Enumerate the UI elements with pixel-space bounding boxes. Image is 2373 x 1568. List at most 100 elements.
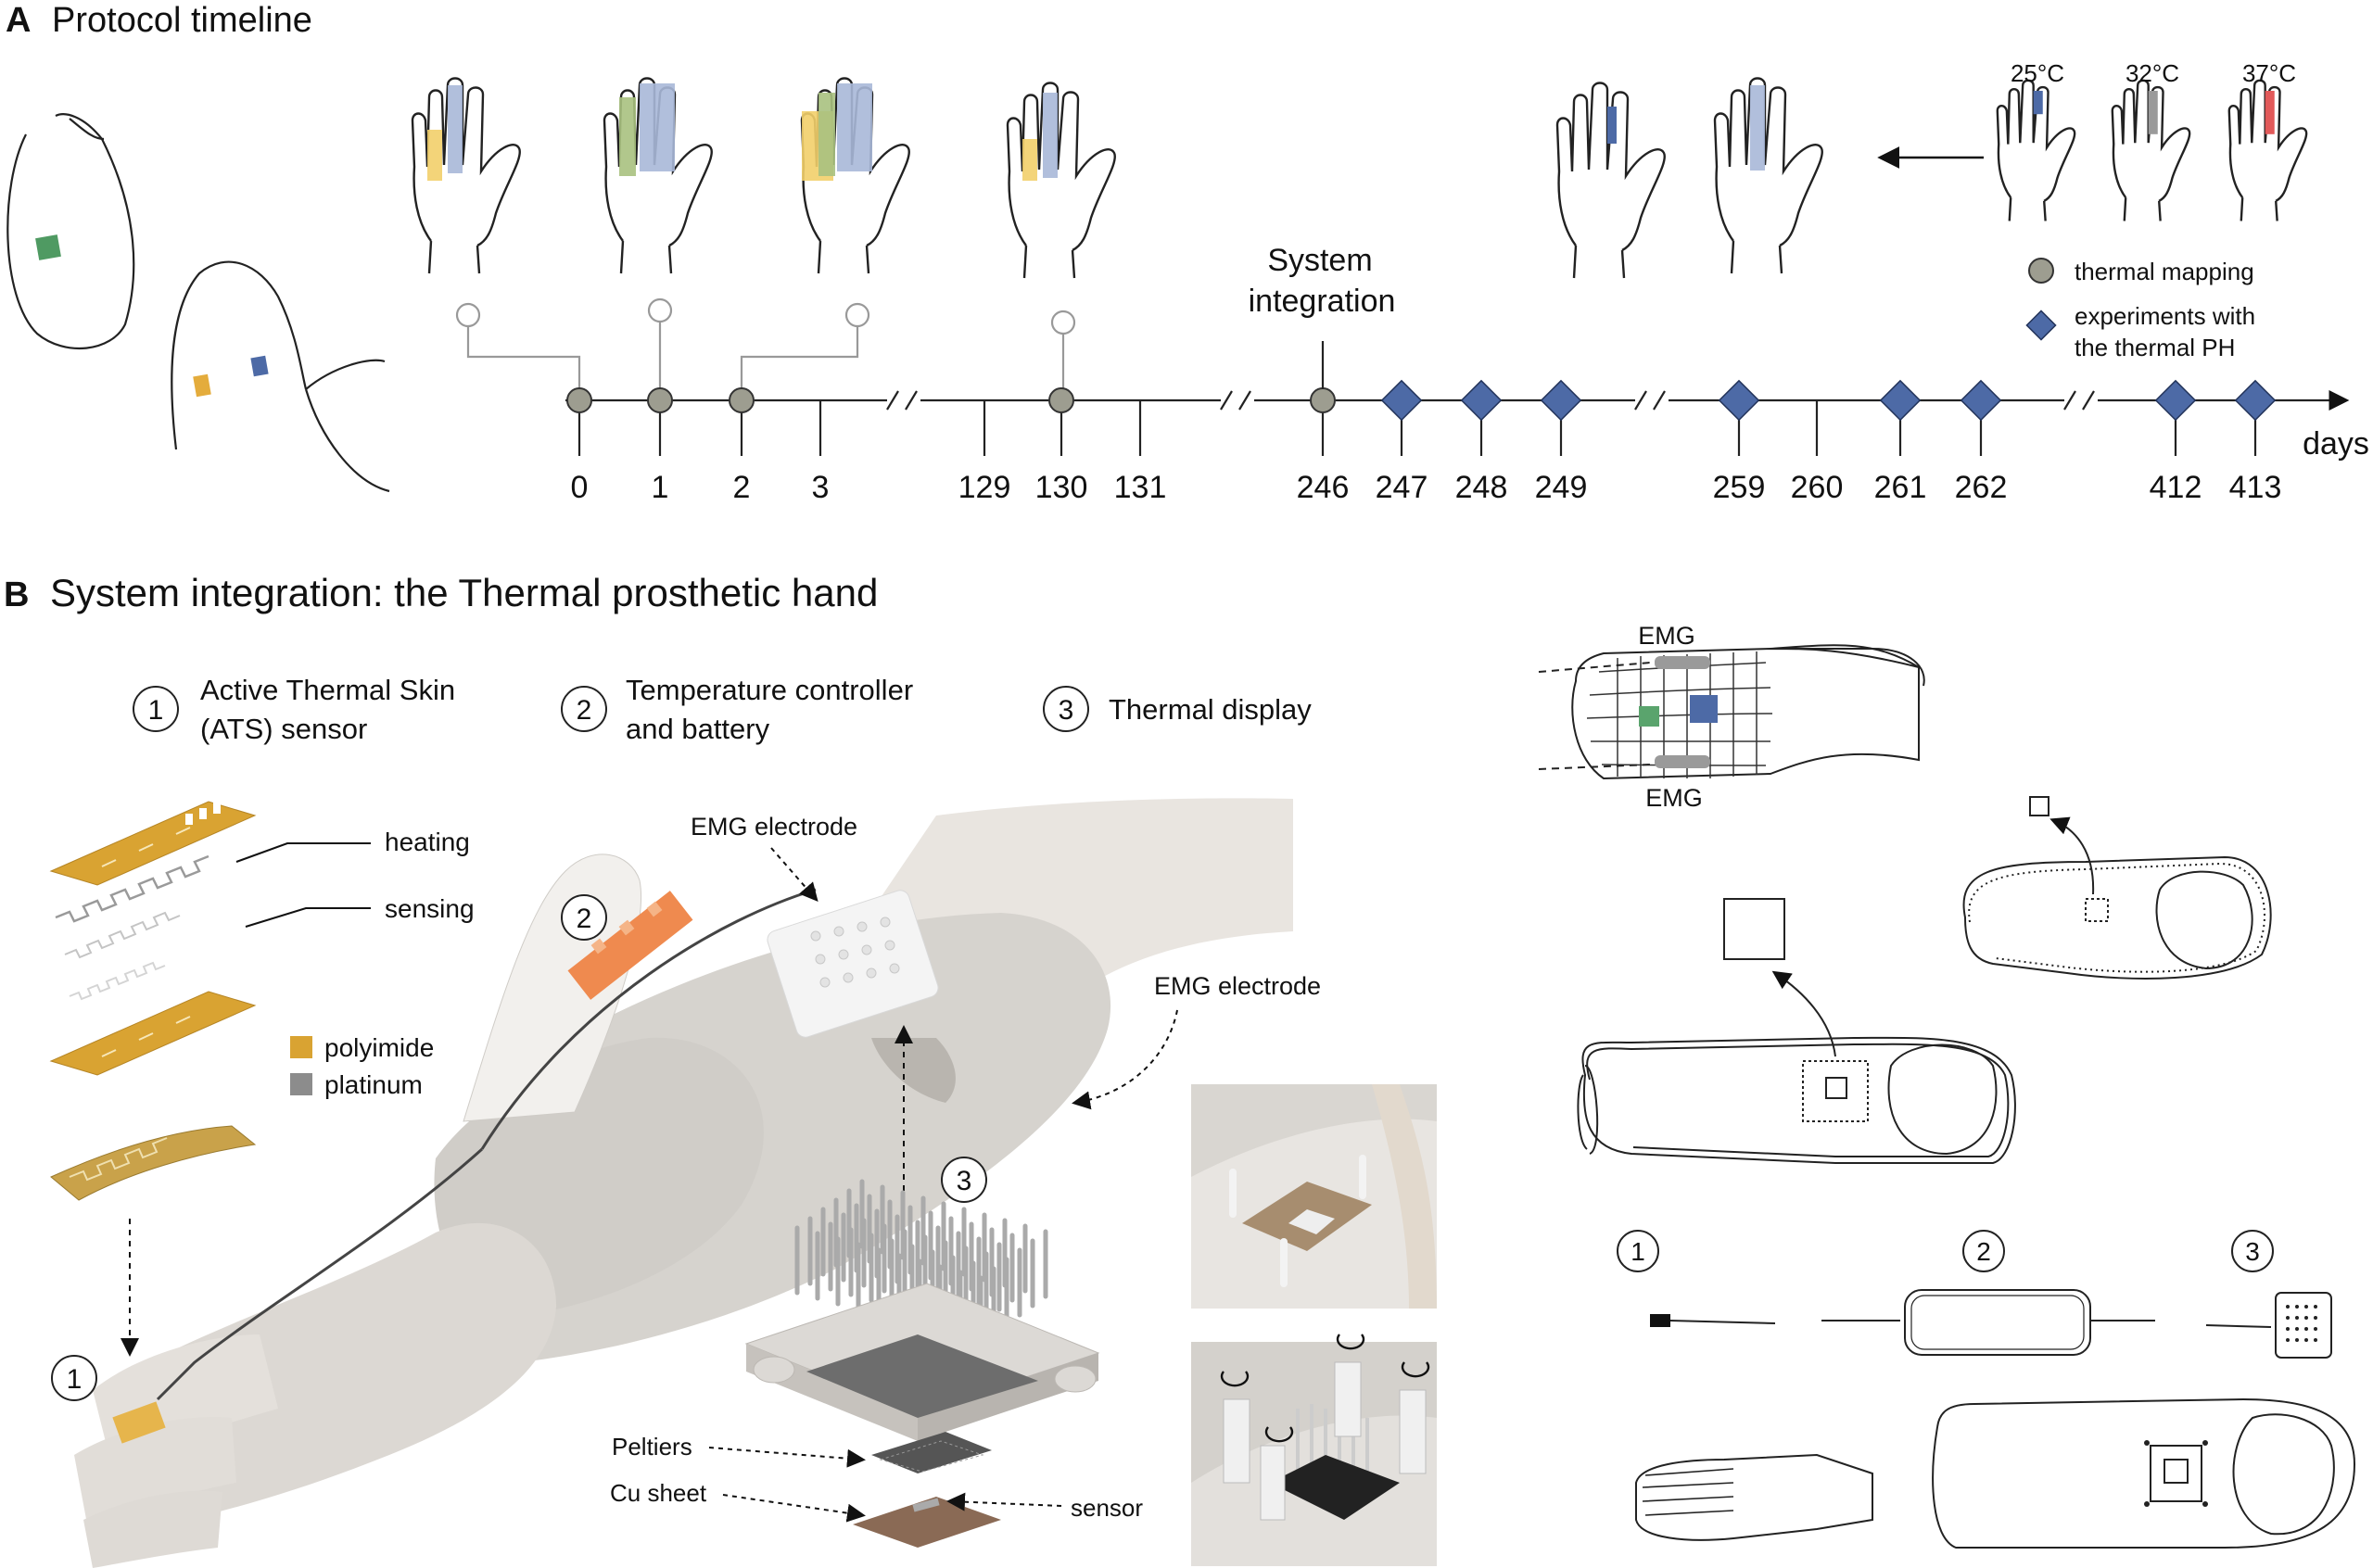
prosthetic-hand-back-wrist (1730, 240, 1783, 274)
session-node-4 (1050, 310, 1076, 335)
bottom-num-2: 2 (1976, 1237, 1991, 1266)
temp-hand-2-wrist (2240, 197, 2278, 221)
hand-day1-blue (640, 83, 675, 171)
component-1-num: 1 (148, 695, 164, 726)
emg-top-label: EMG (1638, 622, 1695, 650)
prosthetic-hand-palm (1555, 82, 1666, 279)
marker-3-ring (941, 1157, 987, 1203)
tick-label-413: 413 (2229, 470, 2282, 505)
marker-1-ring (51, 1355, 97, 1401)
sensing-leader (245, 907, 371, 928)
panel-a-title: Protocol timeline (52, 1, 312, 40)
tick-label-0: 0 (571, 470, 589, 505)
residual-limb-sketch (6, 113, 390, 493)
socket-photo-top (1191, 1084, 1437, 1309)
hand-day1-green (619, 97, 636, 176)
mapping-circle-day-246 (1310, 387, 1336, 413)
tick-label-3: 3 (812, 470, 830, 505)
tick-label-259: 259 (1713, 470, 1766, 505)
integration-label-line2: integration (1249, 284, 1396, 319)
thermal-display-exploded (744, 1179, 1100, 1548)
experiment-diamond-day-413 (2234, 379, 2277, 422)
legend-experiments-line2: the thermal PH (2075, 334, 2235, 361)
axis-break-marks (886, 390, 2098, 411)
session-connectors (455, 297, 1076, 389)
break-slash-b-3 (2082, 390, 2095, 411)
temp-hand-2-fill (2265, 91, 2275, 134)
hand-day2-green (818, 93, 835, 176)
emg-electrode-label-2: EMG electrode (1154, 972, 1321, 1000)
tick-label-261: 261 (1874, 470, 1927, 505)
legend-polyimide-label: polyimide (324, 1033, 434, 1062)
hand-day130-outline (1006, 82, 1116, 252)
emg-bottom-pad (1655, 755, 1710, 768)
temp-hand-0-outline (1996, 79, 2076, 202)
emg-top-pad (1655, 656, 1710, 669)
prosthetic-hand-back-outline (1713, 77, 1823, 247)
hand-day2-blue (837, 83, 872, 171)
panel-b-letter: B (4, 575, 29, 614)
component-3-line1: Thermal display (1109, 693, 1312, 726)
bottom-components: 1 2 3 (1617, 1230, 2356, 1549)
connector-session-1 (466, 324, 581, 389)
marker-1-num: 1 (67, 1364, 82, 1395)
prosthetic-hand-palm-patch (1607, 107, 1617, 144)
hand-day0-yellow (427, 130, 442, 181)
residual-limb-emg-sketch (1538, 644, 1925, 780)
experiment-diamond-day-412 (2154, 379, 2197, 422)
legend-polyimide-swatch (290, 1036, 312, 1058)
break-slash-a-0 (886, 390, 899, 411)
tick-label-2: 2 (733, 470, 751, 505)
socket-line-drawings (1577, 796, 2272, 1164)
hand-day0 (411, 77, 521, 274)
temp-hand-1-wrist (2123, 197, 2162, 221)
marker-2-num: 2 (577, 904, 592, 934)
temp-hand-0-wrist (2008, 197, 2047, 221)
layer-sensing-label: sensing (385, 894, 475, 923)
peltiers-leader (708, 1447, 866, 1468)
emg-electrode-leader-1 (770, 847, 818, 903)
hand-day130 (1006, 82, 1116, 279)
experiment-diamond-day-262 (1960, 379, 2002, 422)
component-1-line1: Active Thermal Skin (200, 674, 455, 706)
hand-day0-blue (448, 85, 463, 173)
tick-label-130: 130 (1035, 470, 1088, 505)
hand-day130-yellow (1022, 139, 1037, 181)
component-2-num: 2 (577, 695, 592, 726)
peltiers-label: Peltiers (612, 1433, 692, 1461)
timeline-markers (566, 379, 2277, 422)
legend-circle-symbol (2028, 258, 2054, 284)
emg-electrode-label-1: EMG electrode (691, 813, 857, 841)
cu-sheet-leader (722, 1494, 866, 1523)
experiment-diamond-day-259 (1718, 379, 1760, 422)
heating-leader (235, 842, 371, 863)
bottom-num-3: 3 (2245, 1237, 2260, 1266)
hand-day2 (800, 77, 910, 274)
integration-label-line1: System (1267, 243, 1372, 278)
marker-3-num: 3 (957, 1166, 972, 1196)
experiment-diamond-day-248 (1460, 379, 1503, 422)
yellow-stimulation-patch (193, 373, 211, 398)
temp-hand-1-fill (2148, 91, 2158, 134)
component-3-num: 3 (1059, 695, 1074, 726)
sketch-blue-patch (1690, 695, 1718, 723)
cu-sheet-label: Cu sheet (610, 1479, 707, 1507)
tick-label-260: 260 (1791, 470, 1844, 505)
break-slash-b-2 (1653, 390, 1666, 411)
experiment-diamond-day-249 (1540, 379, 1582, 422)
legend-platinum-label: platinum (324, 1070, 423, 1099)
hand-day130-wrist (1022, 245, 1076, 279)
sketch-green-patch (1639, 706, 1659, 727)
hand-day1 (603, 77, 713, 274)
component-1-line2: (ATS) sensor (200, 713, 367, 745)
temp-label-0: 25°C (2011, 59, 2064, 87)
session-node-1 (455, 302, 481, 328)
prosthetic-arm-render (74, 798, 1293, 1568)
break-slash-a-1 (1220, 390, 1233, 411)
break-slash-b-1 (1238, 390, 1251, 411)
prosthetic-hand-palm-wrist (1572, 245, 1626, 279)
hand-day130-blue (1043, 93, 1058, 178)
tick-label-131: 131 (1114, 470, 1167, 505)
hand-day0-outline (411, 77, 521, 247)
